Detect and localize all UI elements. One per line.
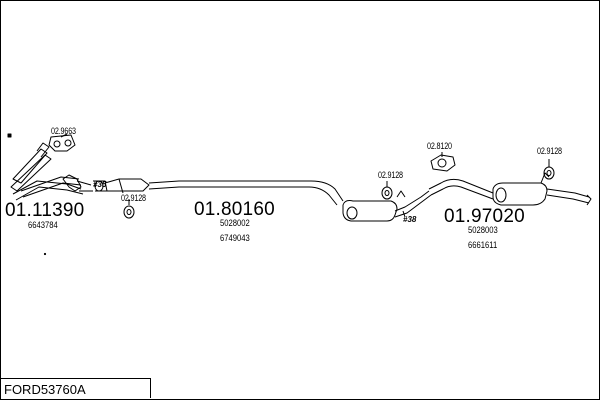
accessory-label-mount-rear: 02.9128 bbox=[537, 146, 562, 156]
diagram-code-box: FORD53760A bbox=[1, 378, 151, 398]
mount-02-9128-middle bbox=[381, 186, 393, 200]
front-pipe-manifold bbox=[10, 142, 93, 201]
marker-square bbox=[7, 133, 12, 138]
rear-silencer-pipe bbox=[428, 172, 592, 206]
diagram-code: FORD53760A bbox=[4, 382, 86, 397]
part-reference: 6661611 bbox=[468, 240, 498, 250]
flange-front bbox=[93, 180, 108, 192]
part-number-rear-silencer: 01.97020 bbox=[444, 206, 525, 227]
mount-02-9128-front bbox=[123, 205, 135, 219]
accessory-label-gasket: 02.9663 bbox=[51, 126, 76, 136]
part-reference: 6643784 bbox=[28, 220, 58, 230]
middle-muffler bbox=[342, 190, 432, 222]
gasket-02-9663-shape bbox=[48, 134, 76, 152]
accessory-label-mount-front: 02.9128 bbox=[121, 193, 146, 203]
front-silencer-pipe bbox=[104, 178, 344, 206]
pipe-tag-front: #35 bbox=[93, 180, 107, 189]
accessory-label-mount-middle: 02.9128 bbox=[378, 170, 403, 180]
part-reference: 6749043 bbox=[220, 233, 250, 243]
part-number-front-pipe: 01.11390 bbox=[5, 200, 85, 221]
accessory-label-mount-8120: 02.8120 bbox=[427, 141, 452, 151]
part-number-front-silencer: 01.80160 bbox=[194, 199, 275, 220]
pipe-tag-middle: #38 bbox=[403, 215, 417, 224]
mount-02-8120 bbox=[430, 154, 456, 172]
part-reference: 5028002 bbox=[220, 218, 250, 228]
part-reference: 5028003 bbox=[468, 225, 498, 235]
